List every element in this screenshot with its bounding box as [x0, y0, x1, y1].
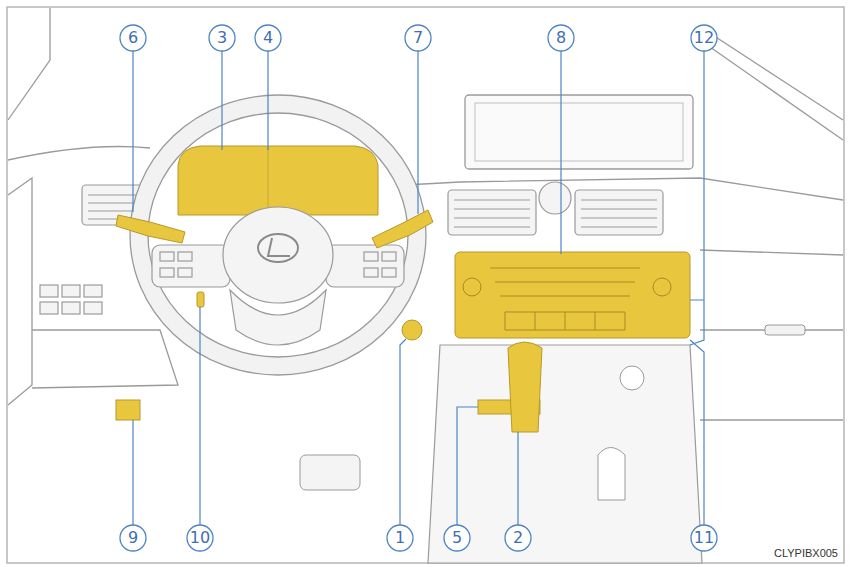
door-panel	[8, 178, 32, 405]
vent	[448, 190, 536, 235]
switch	[40, 302, 58, 314]
callout-circle	[691, 525, 717, 551]
logo	[268, 238, 290, 256]
pillar	[705, 30, 843, 120]
switch	[62, 285, 80, 297]
callout-circle	[444, 525, 470, 551]
vent-slats	[88, 195, 138, 219]
lower-panel	[32, 330, 178, 388]
wheel-button	[364, 268, 378, 277]
wheel-button	[178, 252, 192, 261]
leader-line	[400, 339, 406, 525]
callout-number: 1	[395, 530, 405, 546]
wheel-hub	[223, 207, 333, 303]
shift-lever	[508, 342, 542, 432]
callout-number: 12	[694, 30, 714, 46]
pillar	[8, 8, 50, 120]
tilt-lever	[197, 292, 204, 307]
dash-edge	[8, 147, 150, 161]
knob	[653, 278, 671, 296]
callout-circle	[691, 25, 717, 51]
figure-code: CLYPIBX005	[774, 548, 838, 559]
knob	[463, 278, 481, 296]
leader-line	[457, 407, 478, 525]
wheel-button	[178, 268, 192, 277]
switch	[84, 302, 102, 314]
callout-circle	[387, 525, 413, 551]
leader-line	[267, 51, 268, 150]
spoke	[326, 245, 404, 287]
cluster-divider	[268, 148, 269, 214]
leader-line	[690, 51, 704, 345]
leader-line	[199, 307, 200, 525]
callout-circle	[405, 25, 431, 51]
console-knob	[620, 366, 644, 390]
center-vents	[448, 182, 663, 235]
callout-number: 7	[413, 30, 423, 46]
callout-number: 9	[128, 530, 138, 546]
wheel-spokes	[152, 207, 404, 345]
dash-line	[700, 419, 843, 420]
leader-line	[221, 51, 222, 150]
callout-circles	[120, 25, 717, 551]
callout-number: 5	[452, 530, 462, 546]
wheel-button	[364, 252, 378, 261]
leader-line	[560, 51, 561, 254]
callout-circle	[505, 525, 531, 551]
switch	[40, 285, 58, 297]
right-stalk	[372, 210, 433, 248]
callout-number: 6	[128, 30, 138, 46]
pedal	[300, 455, 360, 490]
wheel-button	[160, 252, 174, 261]
left-vent	[40, 185, 144, 314]
logo	[258, 234, 298, 262]
frame	[7, 7, 844, 563]
display-screen	[475, 103, 683, 161]
leader-lines	[133, 51, 704, 525]
panel-controls	[463, 268, 671, 330]
leader-line	[132, 51, 133, 212]
display	[465, 95, 693, 169]
wheel-button	[382, 268, 396, 277]
callout-number: 2	[513, 530, 523, 546]
wheel-button	[382, 252, 396, 261]
pillar	[700, 40, 843, 140]
callout-number: 3	[217, 30, 227, 46]
console	[428, 345, 702, 563]
spoke	[152, 245, 230, 287]
button-row	[490, 268, 640, 296]
dash-line	[700, 250, 843, 255]
callout-circle	[548, 25, 574, 51]
callout-number: 4	[263, 30, 273, 46]
callout-number: 8	[556, 30, 566, 46]
callout-circle	[209, 25, 235, 51]
start-button	[402, 320, 422, 340]
instrument-cluster	[178, 146, 378, 215]
leader-line	[517, 432, 518, 525]
callout-circle	[120, 525, 146, 551]
callout-circle	[255, 25, 281, 51]
callout-circle	[120, 25, 146, 51]
hood-release	[116, 400, 140, 420]
leader-line	[417, 51, 418, 214]
center-panel	[455, 252, 690, 338]
console-controller	[598, 448, 625, 501]
vent	[575, 190, 663, 235]
glove-handle	[765, 325, 805, 335]
button-row	[505, 312, 625, 330]
clock	[539, 182, 571, 214]
switch	[84, 285, 102, 297]
leader-line	[690, 340, 704, 525]
leader-line	[132, 420, 133, 525]
outline-lines	[8, 8, 843, 420]
callout-circle	[187, 525, 213, 551]
callout-number: 10	[190, 530, 210, 546]
left-stalk	[116, 215, 185, 243]
callout-number: 11	[694, 530, 714, 546]
wheel-button	[160, 268, 174, 277]
switch	[62, 302, 80, 314]
